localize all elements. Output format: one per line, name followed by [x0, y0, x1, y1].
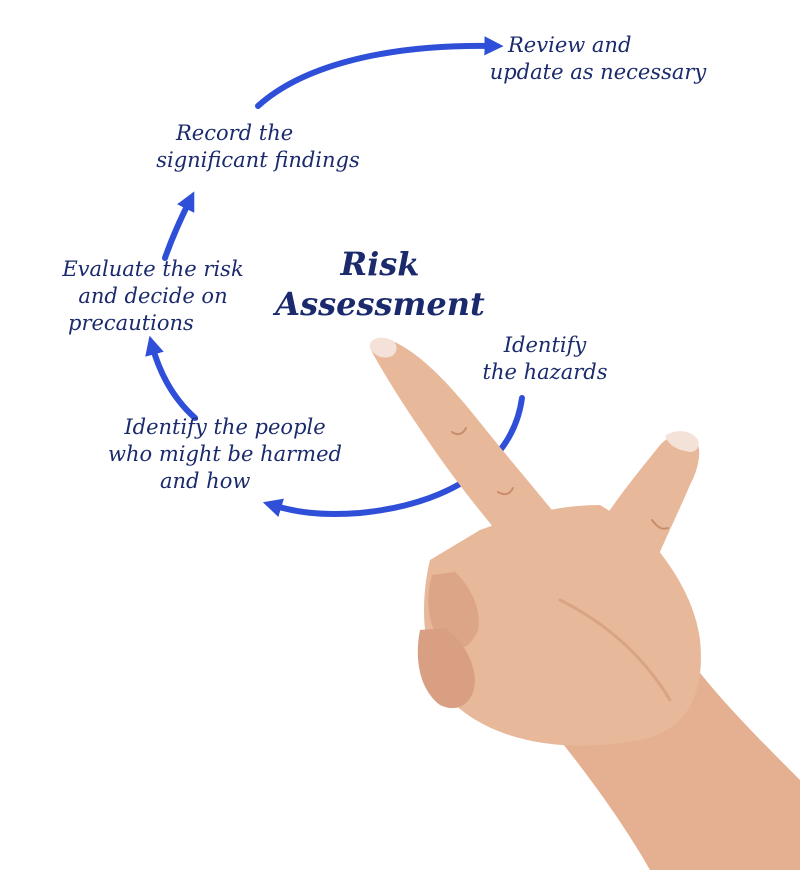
arrow-people-to-evaluate	[145, 335, 198, 421]
step-record-findings: Record the significant findings	[108, 120, 408, 174]
title-line-2: Assessment	[275, 285, 485, 323]
title-line-1: Risk	[340, 245, 420, 283]
step-3-line-1: Evaluate the risk	[62, 257, 244, 281]
diagram-title: Risk Assessment	[250, 244, 510, 324]
arrow-record-to-review	[255, 36, 504, 109]
step-1-line-2: the hazards	[482, 360, 608, 384]
step-identify-people: Identify the people who might be harmed …	[60, 414, 390, 495]
step-evaluate-risk: Evaluate the risk and decide on precauti…	[22, 256, 284, 337]
step-2-line-1: Identify the people	[124, 415, 326, 439]
step-2-line-2: who might be harmed	[108, 442, 342, 466]
step-4-line-1: Record the	[176, 121, 294, 145]
step-review-update: Review and update as necessary	[448, 32, 748, 86]
step-5-line-1: Review and	[508, 33, 632, 57]
arrow-hazards-to-people	[262, 395, 525, 517]
step-3-line-3: precautions	[68, 311, 194, 335]
step-5-line-2: update as necessary	[489, 60, 707, 84]
step-identify-hazards: Identify the hazards	[440, 332, 650, 386]
arrow-evaluate-to-record	[162, 191, 195, 261]
step-2-line-3: and how	[160, 469, 251, 493]
step-4-line-2: significant findings	[156, 148, 360, 172]
step-3-line-2: and decide on	[78, 284, 228, 308]
step-1-line-1: Identify	[503, 333, 587, 357]
